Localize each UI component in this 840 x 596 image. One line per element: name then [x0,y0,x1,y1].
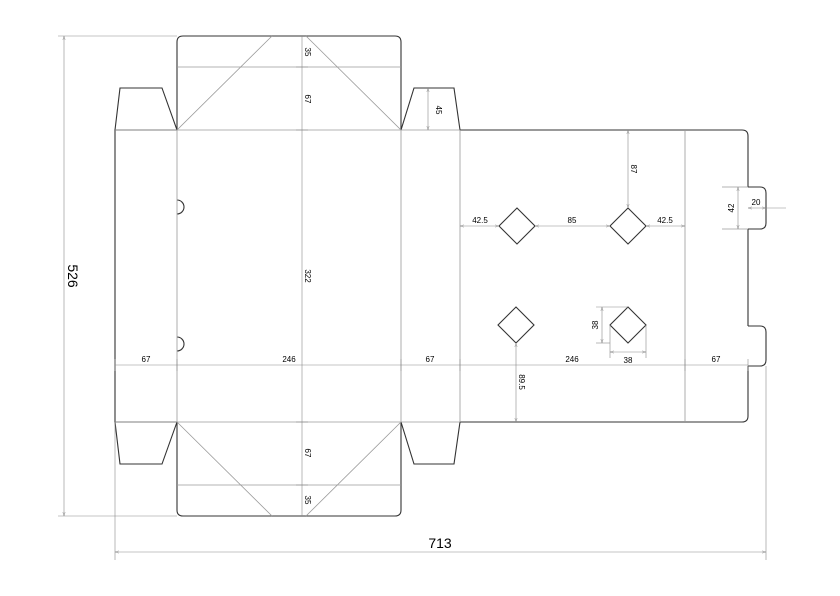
lock-tab-height-label: 42 [727,203,736,212]
main-panel-label: 322 [303,269,312,283]
lock-tab-lower [748,325,767,367]
bottom-flap-label: 35 [303,496,312,505]
diamond-window-upper-right [609,207,647,245]
left-side-panel-outline [114,129,177,423]
cut-lines [114,35,767,517]
pad-right-label: 42.5 [657,216,673,225]
thumb-notch-lower [176,336,185,352]
left-top-tab [114,87,178,131]
width-2-label: 246 [282,355,296,364]
right-bottom-tab [400,421,461,465]
pad-left-label: 42.5 [472,216,488,225]
diamond-window-upper-left [498,207,536,245]
window-width-label: 38 [624,356,633,365]
diamond-window-lower-left [497,306,535,344]
fold-lines [115,35,748,517]
diamond-window-lower-right [609,306,647,344]
side-tab-label: 45 [434,106,443,115]
pad-mid-label: 85 [568,216,577,225]
top-flap-label: 35 [303,48,312,57]
bottom-panel-label: 67 [303,449,312,458]
lower-offset-label: 89.5 [517,374,526,390]
top-panel-label: 67 [303,95,312,104]
lock-tab-width-label: 20 [752,198,761,207]
thumb-notch-upper [176,199,185,215]
overall-width-label: 713 [428,535,452,551]
dimension-lines [58,35,786,560]
right-top-tab [400,87,461,131]
width-3-label: 67 [426,355,435,364]
window-height-label: 38 [591,320,600,329]
bottom-flap-outline [176,422,402,517]
width-4-label: 246 [565,355,579,364]
top-offset-label: 87 [629,165,638,174]
width-5-label: 67 [712,355,721,364]
left-bottom-tab [114,421,178,465]
overall-height-label: 526 [65,264,81,288]
top-flap-outline [176,35,402,130]
right-panel-outline [460,129,749,423]
dimension-labels: 713 526 35 67 322 67 35 45 67 246 67 246… [65,48,761,551]
width-1-label: 67 [142,355,151,364]
